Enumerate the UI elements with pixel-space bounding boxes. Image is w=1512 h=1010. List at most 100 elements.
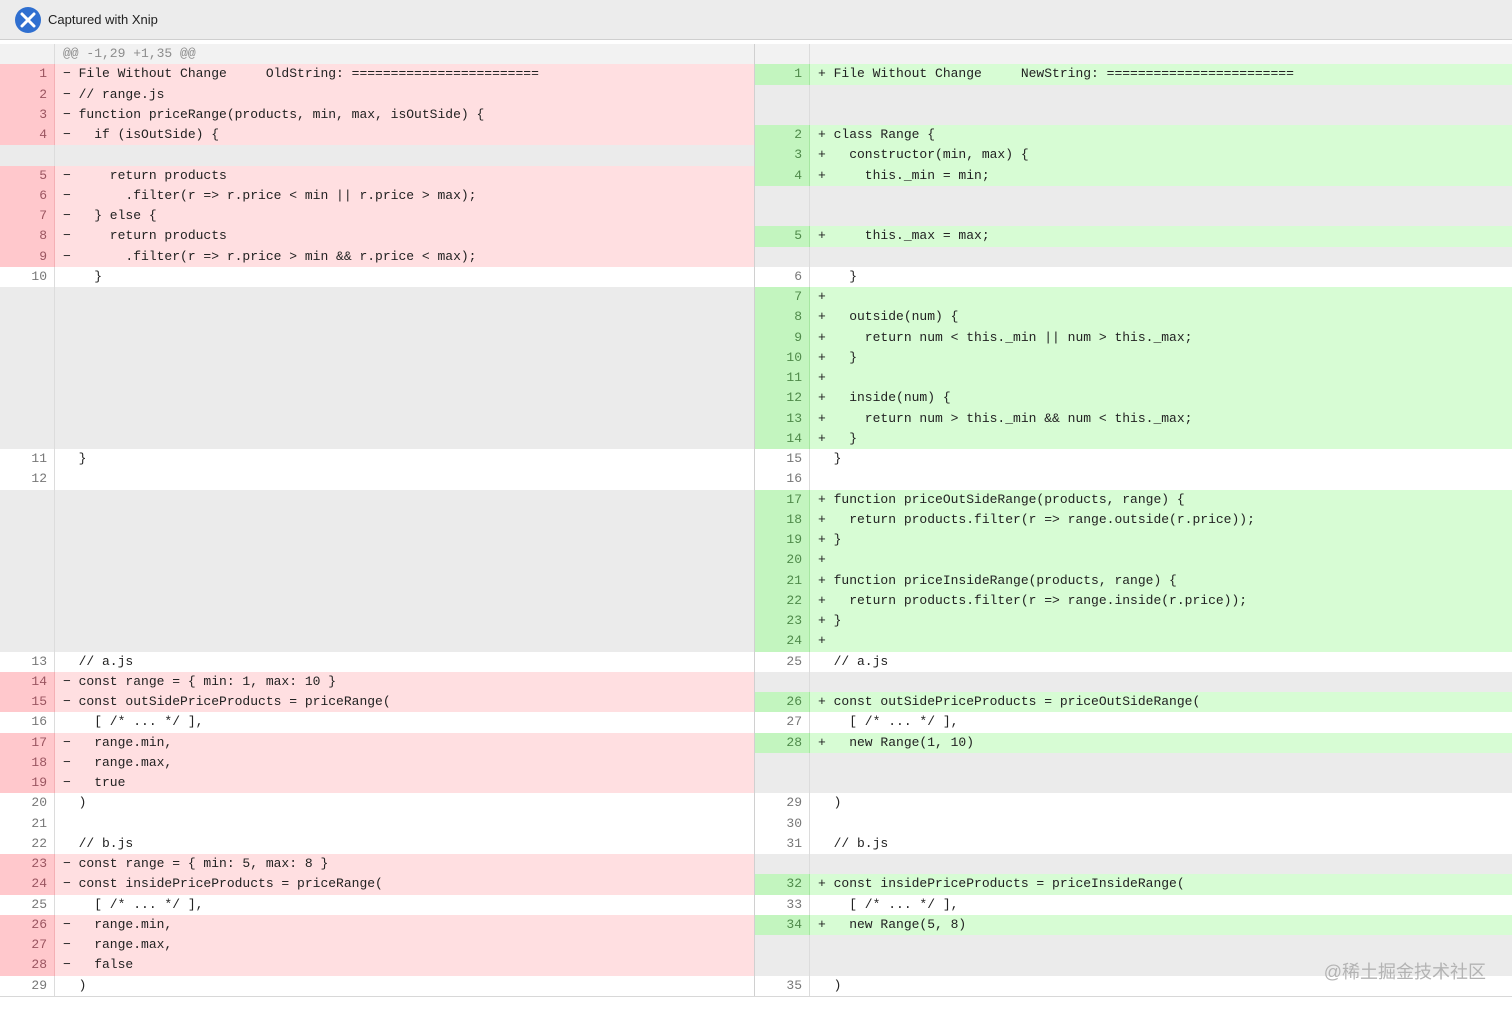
line-number: 22 <box>0 833 55 854</box>
line-number: 3 <box>0 104 55 125</box>
code-text: [ /* ... */ ], <box>63 896 204 912</box>
line-number <box>755 773 810 794</box>
diff-line: 27 − range.max, <box>0 935 754 956</box>
diff-line: 16 <box>755 469 1512 490</box>
diff-line: 15− const outSidePriceProducts = priceRa… <box>0 692 754 713</box>
code-text: − false <box>63 957 134 973</box>
line-number: 14 <box>755 428 810 449</box>
code-text: − range.max, <box>63 937 173 952</box>
line-number: 26 <box>755 692 810 713</box>
line-number: 6 <box>0 185 55 206</box>
line-number <box>0 145 55 166</box>
diff-line: 31 // b.js <box>755 833 1512 854</box>
line-number: 12 <box>755 388 810 409</box>
diff-spacer <box>755 773 1512 794</box>
line-number: 30 <box>755 813 810 834</box>
line-number <box>0 509 55 530</box>
code-text: − // range.js <box>63 86 165 102</box>
diff-spacer <box>0 631 754 652</box>
split-diff-view: @@ -1,29 +1,35 @@1− File Without Change … <box>0 44 1512 996</box>
diff-line: 25 // a.js <box>755 651 1512 672</box>
code-text: } <box>63 268 103 284</box>
code-text: + outside(num) { <box>818 309 959 325</box>
line-number <box>0 570 55 591</box>
diff-spacer <box>755 671 1512 692</box>
diff-spacer <box>0 489 754 510</box>
code-text: ) <box>63 795 87 811</box>
diff-line: 10+ } <box>755 347 1512 368</box>
code-text: + constructor(min, max) { <box>818 147 1029 163</box>
code-text: + function priceOutSideRange(products, r… <box>818 491 1185 507</box>
line-number: 5 <box>755 226 810 247</box>
line-number: 4 <box>755 165 810 186</box>
code-text: + } <box>818 532 842 547</box>
diff-line: 32+ const insidePriceProducts = priceIns… <box>755 874 1512 895</box>
line-number <box>0 368 55 389</box>
line-number: 2 <box>0 84 55 105</box>
diff-spacer <box>755 752 1512 773</box>
diff-spacer <box>755 955 1512 976</box>
line-number <box>0 287 55 308</box>
diff-line: 30 <box>755 813 1512 834</box>
line-number: 16 <box>755 469 810 490</box>
line-number: 9 <box>755 327 810 348</box>
diff-line: 16 [ /* ... */ ], <box>0 712 754 733</box>
diff-line: 26− range.min, <box>0 914 754 935</box>
code-text: // a.js <box>63 653 134 669</box>
line-number: 29 <box>0 975 55 996</box>
line-number: 8 <box>755 307 810 328</box>
line-number <box>0 489 55 510</box>
line-number: 11 <box>0 449 55 470</box>
diff-line: 8 + outside(num) { <box>755 307 1512 328</box>
diff-line: 5+ this._max = max; <box>755 226 1512 247</box>
diff-line: 5− return products <box>0 165 754 186</box>
new-file-pane[interactable]: 1+ File Without Change NewString: ======… <box>754 44 1512 996</box>
line-number: 28 <box>0 955 55 976</box>
code-text: + const outSidePriceProducts = priceOutS… <box>818 694 1201 709</box>
diff-line: 33 [ /* ... */ ], <box>755 894 1512 915</box>
line-number <box>0 530 55 551</box>
line-number <box>0 550 55 571</box>
line-number: 1 <box>0 64 55 85</box>
code-text: + this._min = min; <box>818 167 990 183</box>
code-text: ) <box>818 795 842 811</box>
diff-spacer <box>0 509 754 530</box>
diff-line: 20 ) <box>0 793 754 814</box>
code-text: − true <box>63 775 126 790</box>
diff-spacer <box>0 428 754 449</box>
code-text: + return products.filter(r => range.insi… <box>818 592 1248 608</box>
code-text: + <box>818 633 826 649</box>
line-number: 18 <box>755 509 810 530</box>
diff-spacer <box>755 84 1512 105</box>
line-number: 19 <box>0 773 55 794</box>
line-number: 13 <box>755 408 810 429</box>
diff-line: 26 + const outSidePriceProducts = priceOu… <box>755 692 1512 713</box>
line-number <box>755 84 810 105</box>
code-text: + <box>818 289 826 304</box>
window-title: Captured with Xnip <box>48 12 158 27</box>
line-number: 15 <box>0 692 55 713</box>
line-number <box>0 408 55 429</box>
hunk-header: @@ -1,29 +1,35 @@ <box>0 44 754 65</box>
line-number: 23 <box>0 854 55 875</box>
line-number <box>755 935 810 956</box>
diff-line: 6 } <box>755 266 1512 287</box>
diff-spacer <box>0 408 754 429</box>
line-number <box>755 955 810 976</box>
line-number: 27 <box>0 935 55 956</box>
line-number: 26 <box>0 914 55 935</box>
old-file-pane[interactable]: @@ -1,29 +1,35 @@1− File Without Change … <box>0 44 754 996</box>
code-text: − const insidePriceProducts = priceRange… <box>63 876 383 892</box>
code-text: + return num < this._min || num > this._… <box>818 329 1193 345</box>
line-number: 7 <box>755 287 810 308</box>
xnip-app-icon[interactable] <box>15 7 41 33</box>
diff-spacer <box>0 570 754 591</box>
diff-spacer <box>755 206 1512 227</box>
code-text: + class Range { <box>818 127 936 142</box>
code-text: // b.js <box>63 835 134 851</box>
line-number: 2 <box>755 125 810 146</box>
code-text: [ /* ... */ ], <box>818 714 959 730</box>
diff-spacer <box>0 611 754 632</box>
line-number: 24 <box>0 874 55 895</box>
line-number: 12 <box>0 469 55 490</box>
